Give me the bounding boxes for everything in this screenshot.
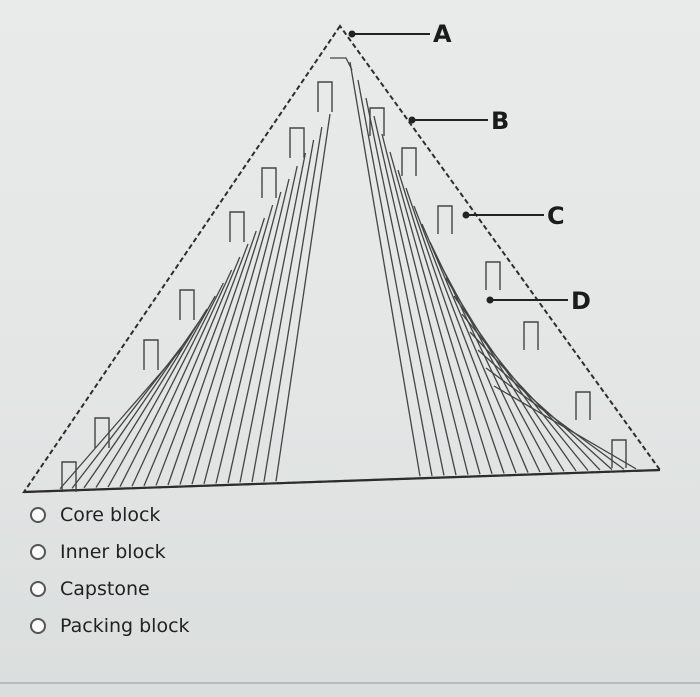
callout-label-a: A: [433, 20, 452, 48]
core-line: [143, 256, 241, 487]
core-line: [365, 97, 445, 476]
core-line: [155, 243, 249, 486]
callout-a: A: [348, 20, 452, 48]
step-block: [94, 417, 110, 448]
core-line: [179, 217, 266, 485]
callout-label-b: B: [491, 107, 509, 135]
core-line: [131, 269, 233, 487]
core-line: [107, 295, 216, 488]
core-line: [357, 79, 433, 477]
option-core-block[interactable]: Core block: [30, 496, 350, 533]
step-block: [61, 461, 77, 492]
option-label: Packing block: [60, 614, 190, 637]
step-block: [179, 289, 195, 320]
callout-label-c: C: [547, 202, 565, 230]
page-divider: [0, 682, 700, 684]
callout-label-d: D: [571, 287, 591, 315]
core-line: [485, 367, 625, 470]
core-line: [413, 205, 517, 474]
core-line: [191, 204, 274, 485]
step-block: [437, 205, 453, 234]
radio-button[interactable]: [30, 617, 46, 634]
radio-button[interactable]: [30, 543, 46, 560]
pyramid-outline-path: [22, 24, 662, 494]
core-line: [167, 230, 257, 486]
step-block: [575, 391, 591, 420]
core-line: [263, 126, 323, 482]
core-line: [349, 61, 421, 477]
core-line: [389, 151, 481, 475]
callout-c: C: [462, 202, 565, 230]
radio-button[interactable]: [30, 580, 46, 597]
option-label: Core block: [60, 503, 161, 526]
core-line: [203, 191, 282, 484]
core-line: [397, 169, 493, 475]
pyramid-outline: [22, 24, 662, 494]
core-line: [477, 349, 613, 471]
option-capstone[interactable]: Capstone: [30, 570, 350, 607]
core-line: [227, 165, 298, 484]
step-block: [229, 211, 245, 242]
core-line: [239, 152, 307, 483]
answer-options: Core block Inner block Capstone Packing …: [30, 496, 350, 644]
core-line: [251, 139, 315, 483]
pyramid-step-blocks: [61, 81, 627, 492]
step-block: [401, 147, 417, 176]
core-line: [71, 334, 192, 489]
step-block: [317, 81, 333, 112]
core-line: [83, 321, 200, 489]
step-block: [523, 321, 539, 350]
option-label: Inner block: [60, 540, 166, 563]
core-line: [95, 308, 208, 488]
step-block: [261, 167, 277, 198]
core-line: [373, 115, 457, 476]
core-line: [421, 223, 529, 473]
pyramid-core-lines: [23, 57, 661, 494]
option-label: Capstone: [60, 577, 150, 600]
radio-button[interactable]: [30, 506, 46, 523]
step-block: [369, 107, 385, 136]
option-inner-block[interactable]: Inner block: [30, 533, 350, 570]
core-line: [405, 187, 505, 474]
step-block: [289, 127, 305, 158]
step-block: [485, 261, 501, 290]
step-block: [143, 339, 159, 370]
option-packing-block[interactable]: Packing block: [30, 607, 350, 644]
callout-d: D: [486, 287, 591, 315]
core-line: [215, 178, 290, 484]
callout-b: B: [408, 107, 509, 135]
core-line: [275, 113, 331, 482]
core-line: [493, 385, 637, 470]
core-line: [119, 282, 224, 487]
capstone-block: [330, 57, 353, 71]
core-line: [381, 133, 469, 475]
step-block: [611, 439, 627, 468]
